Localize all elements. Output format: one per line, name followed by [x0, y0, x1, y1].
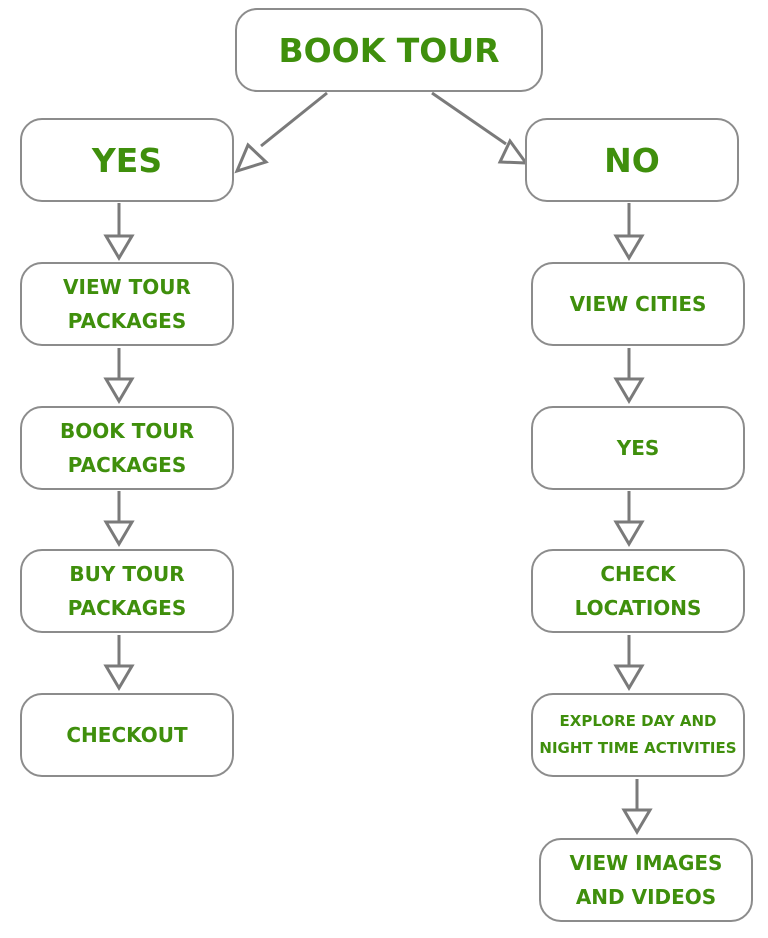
arrowhead-view-cities-to-yes [613, 377, 645, 404]
node-view-images-videos-label: VIEW IMAGES AND VIDEOS [569, 851, 723, 909]
node-yes-label: YES [91, 140, 163, 180]
connector-root-to-no [431, 91, 507, 146]
arrowhead-no-to-view-cities [613, 234, 645, 261]
arrowhead-view-to-book-tour-packages [103, 377, 135, 404]
node-checkout-label: CHECKOUT [66, 723, 188, 747]
node-no-branch-yes: YES [531, 406, 745, 490]
node-view-cities: VIEW CITIES [531, 262, 745, 346]
node-no-label: NO [604, 140, 660, 180]
node-no-branch-yes-label: YES [616, 436, 660, 460]
node-view-tour-packages-label: VIEW TOUR PACKAGES [63, 275, 191, 333]
connector-root-to-yes [260, 91, 328, 148]
arrowhead-root-to-no [497, 138, 530, 165]
node-buy-tour-packages-label: BUY TOUR PACKAGES [67, 562, 187, 620]
node-yes: YES [20, 118, 234, 202]
arrowhead-root-to-yes [234, 142, 269, 174]
node-checkout: CHECKOUT [20, 693, 234, 777]
arrowhead-yes-to-check-locations [613, 520, 645, 547]
arrowhead-yes-to-view-tour-packages [103, 234, 135, 261]
node-book-tour-packages-label: BOOK TOUR PACKAGES [60, 419, 194, 477]
node-check-locations-label: CHECK LOCATIONS [574, 562, 702, 620]
node-explore-activities-label: EXPLORE DAY AND NIGHT TIME ACTIVITIES [539, 712, 737, 757]
node-check-locations: CHECK LOCATIONS [531, 549, 745, 633]
node-explore-activities: EXPLORE DAY AND NIGHT TIME ACTIVITIES [531, 693, 745, 777]
node-no: NO [525, 118, 739, 202]
node-buy-tour-packages: BUY TOUR PACKAGES [20, 549, 234, 633]
arrowhead-buy-to-checkout [103, 664, 135, 691]
arrowhead-check-locations-to-explore [613, 664, 645, 691]
node-view-tour-packages: VIEW TOUR PACKAGES [20, 262, 234, 346]
arrowhead-book-to-buy-tour-packages [103, 520, 135, 547]
node-view-cities-label: VIEW CITIES [569, 292, 707, 316]
arrowhead-explore-to-view-images [621, 808, 653, 835]
node-book-tour-label: BOOK TOUR [278, 30, 500, 70]
node-view-images-videos: VIEW IMAGES AND VIDEOS [539, 838, 753, 922]
node-book-tour: BOOK TOUR [235, 8, 543, 92]
node-book-tour-packages: BOOK TOUR PACKAGES [20, 406, 234, 490]
